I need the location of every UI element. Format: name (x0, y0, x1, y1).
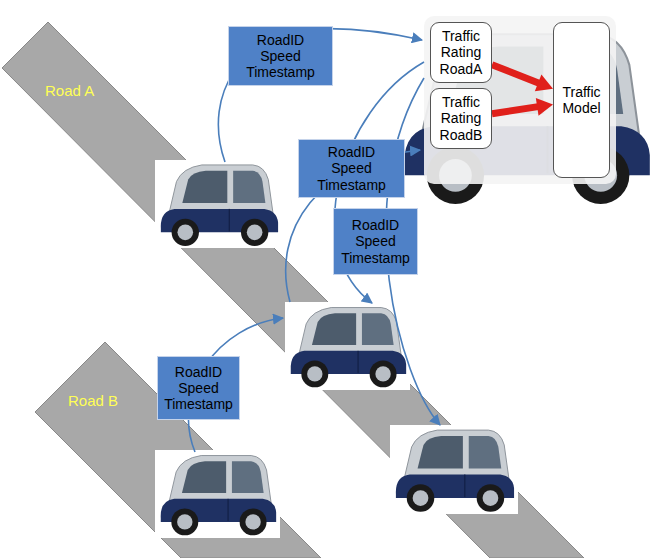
car-illustration (396, 430, 514, 512)
model-box: Traffic Model (553, 22, 610, 178)
car-illustration (161, 165, 278, 246)
box-text: Traffic Rating RoadA (440, 28, 483, 76)
box-text: RoadID Speed Timestamp (317, 144, 386, 192)
road-label: Road A (45, 82, 94, 99)
box-text: RoadID Speed Timestamp (341, 217, 410, 265)
box-text: Traffic Rating RoadB (440, 94, 483, 142)
rating-box: Traffic Rating RoadA (430, 22, 492, 83)
arrow-head (536, 98, 553, 116)
photo-ground (390, 425, 518, 514)
photo-ground (285, 302, 410, 390)
message-box: RoadID Speed Timestamp (228, 26, 333, 86)
photo-ground (155, 450, 280, 538)
car-illustration (161, 456, 276, 536)
flow-arrow (492, 107, 538, 114)
onboard-panel (424, 16, 616, 184)
road-label: Road B (68, 392, 118, 409)
box-text: RoadID Speed Timestamp (164, 364, 233, 412)
road (35, 342, 321, 558)
rating-box: Traffic Rating RoadB (430, 88, 492, 149)
box-text: RoadID Speed Timestamp (246, 32, 315, 80)
car-illustration (291, 308, 406, 388)
box-text: Traffic Model (562, 84, 600, 116)
message-box: RoadID Speed Timestamp (157, 356, 240, 420)
message-box: RoadID Speed Timestamp (333, 208, 418, 275)
flow-arrow (492, 65, 539, 84)
photo-ground (155, 160, 282, 248)
message-box: RoadID Speed Timestamp (298, 139, 405, 198)
arrow-head (535, 75, 553, 92)
